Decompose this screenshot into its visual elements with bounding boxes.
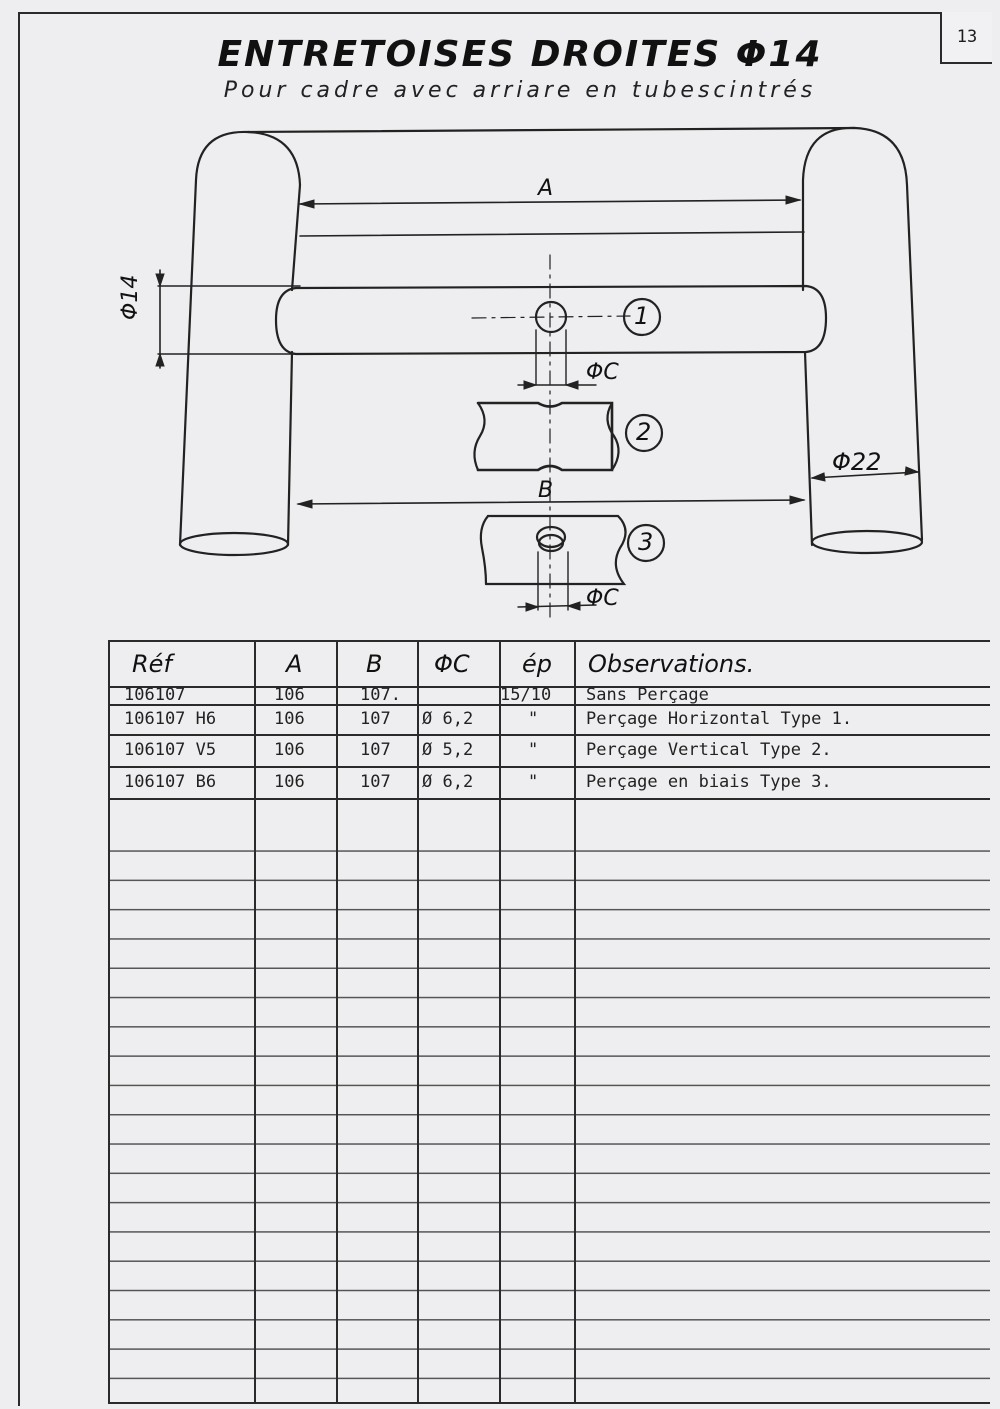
cell-ep: 15/10 [500,685,552,705]
table-row: 106107 B6 106 107 Ø 6,2 " Perçage en bia… [110,768,990,800]
cell-ref: 106107 H6 [124,709,217,729]
section-type-3 [484,514,627,586]
header-observations: Observations. [588,650,755,678]
diameter-c-label-2: ΦC [586,586,619,611]
header-c: ΦC [434,650,470,678]
cell-observation: Perçage en biais Type 3. [586,772,832,792]
left-tube [178,130,302,547]
cell-b: 107 [360,709,391,729]
diameter-22-label: Φ22 [832,448,882,476]
header-ref: Réf [132,650,172,678]
diameter-14-label: Φ14 [118,274,143,320]
cell-b: 107. [360,685,401,705]
table-row: 106107 V5 106 107 Ø 5,2 " Perçage Vertic… [110,736,990,768]
dimension-b-label: B [538,478,554,503]
diameter-c-label-1: ΦC [586,360,619,385]
callout-3: 3 [638,528,654,556]
cell-observation: Perçage Horizontal Type 1. [586,709,853,729]
table-header: Réf A B ΦC ép Observations. [110,642,990,688]
cell-ref: 106107 [124,685,186,705]
table-row: 106107 106 107. 15/10 Sans Perçage [110,685,990,706]
cell-ep: " [528,709,539,729]
cell-b: 107 [360,772,391,792]
table-row: 106107 H6 106 107 Ø 6,2 " Perçage Horizo… [110,706,990,736]
page-number: 13 [940,12,992,64]
callout-2: 2 [636,418,652,446]
cell-a: 106 [274,685,305,705]
header-ep: ép [522,650,552,678]
section-type-2 [476,401,614,472]
cell-observation: Sans Perçage [586,685,709,705]
page-title: ENTRETOISES DROITES Φ14 [217,34,823,75]
spacer-tube [274,284,828,356]
cell-a: 106 [274,772,305,792]
spacer-table: Réf A B ΦC ép Observations. 106107 106 1… [108,640,990,1404]
cell-c: Ø 6,2 [422,772,474,792]
header-b: B [366,650,383,678]
cell-ep: " [528,772,539,792]
cell-a: 106 [274,709,305,729]
cell-observation: Perçage Vertical Type 2. [586,740,832,760]
drawing-sheet [18,12,992,1406]
cell-c: Ø 6,2 [422,709,474,729]
page-subtitle: Pour cadre avec arriare en tubescintrés [223,78,817,103]
technical-drawing [155,126,924,621]
cell-a: 106 [274,740,305,760]
cell-ep: " [528,740,539,760]
cell-ref: 106107 V5 [124,740,217,760]
cell-c: Ø 5,2 [422,740,474,760]
header-a: A [286,650,303,678]
callout-1: 1 [634,302,650,330]
cell-ref: 106107 B6 [124,772,217,792]
dimension-a-label: A [538,176,554,201]
cell-b: 107 [360,740,391,760]
